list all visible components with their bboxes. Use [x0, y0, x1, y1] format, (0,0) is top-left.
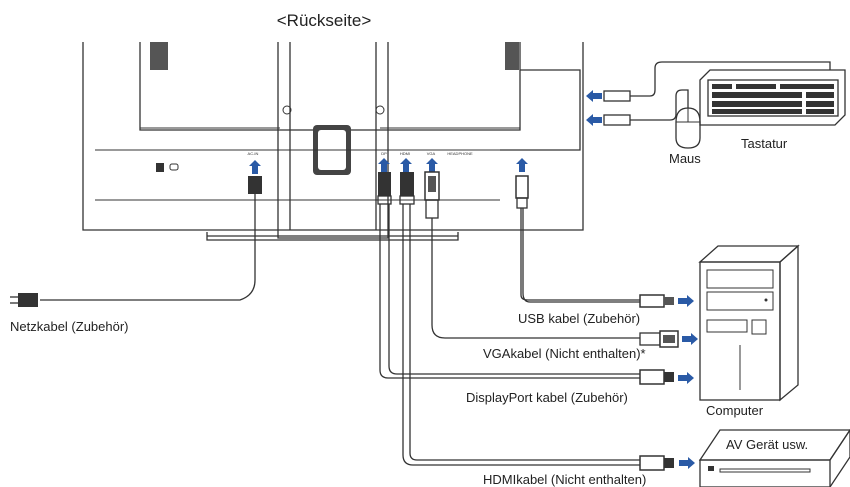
arrow-icon [678, 372, 694, 384]
port-power-label: AC-IN [248, 151, 259, 156]
label-displayport: DisplayPort kabel (Zubehör) [466, 390, 628, 405]
vga-plug-computer [639, 330, 679, 348]
connector-dp [377, 172, 392, 205]
arrow-icon [682, 333, 698, 345]
arrow-icon [586, 90, 602, 102]
port-dp-label: DP [381, 151, 387, 156]
label-tastatur: Tastatur [741, 136, 788, 151]
port-vga-label: VGA [427, 151, 436, 156]
arrow-icon [249, 160, 261, 174]
arrow-icon [426, 158, 438, 172]
port-hdmi-label: HDMI [400, 151, 410, 156]
page-title: <Rückseite> [277, 11, 372, 30]
label-netzkabel: Netzkabel (Zubehör) [10, 319, 129, 334]
label-av: AV Gerät usw. [726, 437, 808, 452]
label-usb: USB kabel (Zubehör) [518, 311, 640, 326]
usb-icon [603, 90, 631, 102]
arrow-icon [516, 158, 528, 172]
usb-icon [603, 114, 631, 126]
hdmi-plug-av [639, 455, 674, 471]
arrow-icon [586, 114, 602, 126]
arrow-icon [679, 457, 695, 469]
arrow-icon [400, 158, 412, 172]
cables [40, 202, 640, 466]
usb-plug-computer [639, 294, 674, 308]
dp-plug-computer [639, 369, 674, 385]
connector-hdmi [399, 172, 415, 205]
computer-tower [698, 244, 800, 402]
connector-power [248, 176, 262, 202]
power-plug [10, 293, 38, 307]
monitor-back [82, 42, 584, 241]
label-vga: VGAkabel (Nicht enthalten)* [483, 346, 646, 361]
label-computer: Computer [706, 403, 764, 418]
label-maus: Maus [669, 151, 701, 166]
usb-peripheral-cables [603, 61, 831, 126]
connector-vga [424, 171, 440, 219]
connector-usb [515, 175, 529, 209]
keyboard [699, 69, 846, 126]
port-headphone-label: HEADPHONE [447, 151, 473, 156]
av-device [698, 428, 850, 487]
mouse [675, 107, 701, 149]
lock-icon [156, 163, 164, 172]
arrow-icon [678, 295, 694, 307]
label-hdmi: HDMIkabel (Nicht enthalten) [483, 472, 646, 487]
